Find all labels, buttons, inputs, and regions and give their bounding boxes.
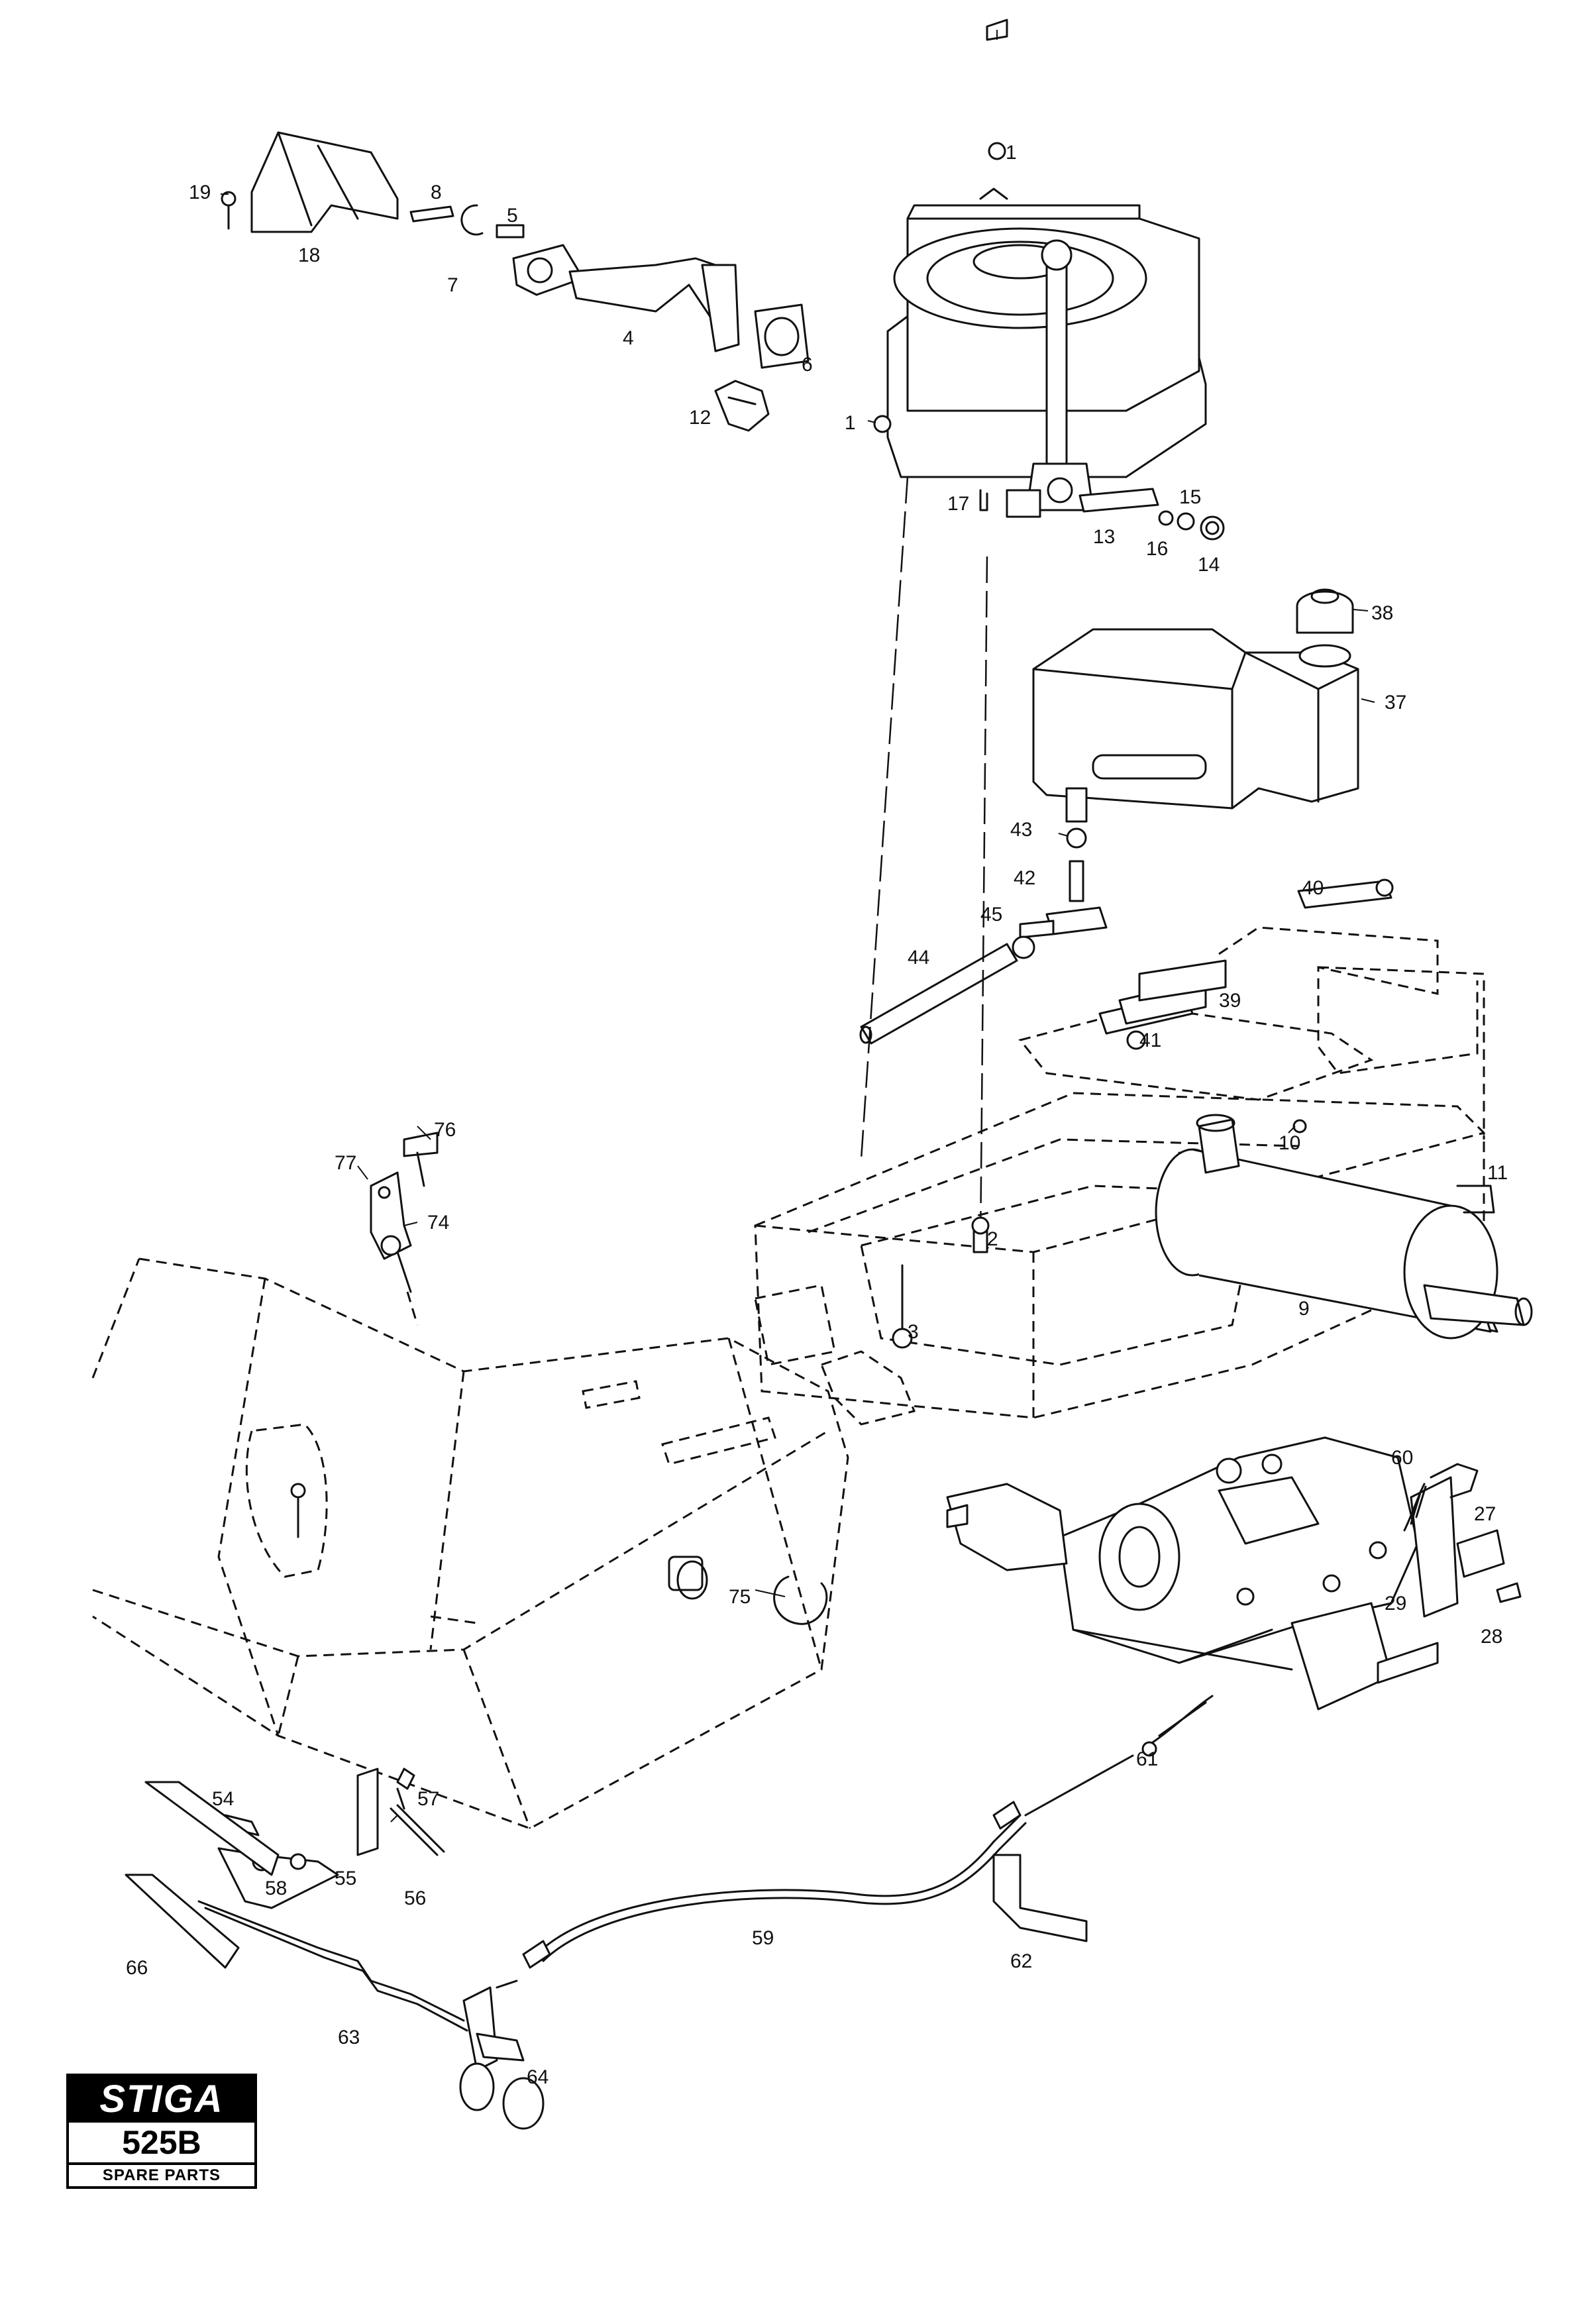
spare-parts-caption: SPARE PARTS bbox=[102, 2166, 221, 2184]
label-28: 28 bbox=[1481, 1626, 1502, 1648]
fuel-tank-drawing bbox=[1032, 588, 1359, 823]
label-40: 40 bbox=[1302, 877, 1324, 899]
label-59: 59 bbox=[752, 1927, 774, 1949]
label-13: 13 bbox=[1093, 526, 1115, 548]
label-57: 57 bbox=[417, 1788, 439, 1810]
label-38: 38 bbox=[1371, 602, 1393, 624]
label-2: 2 bbox=[987, 1228, 998, 1250]
label-63: 63 bbox=[338, 2027, 360, 2048]
label-41: 41 bbox=[1139, 1030, 1161, 1051]
label-6: 6 bbox=[802, 354, 813, 376]
label-3: 3 bbox=[908, 1321, 919, 1343]
label-7: 7 bbox=[447, 274, 458, 296]
label-27: 27 bbox=[1474, 1503, 1496, 1525]
model-number: 525B bbox=[69, 2123, 254, 2165]
brand-logo: STIGA bbox=[69, 2076, 254, 2123]
label-44: 44 bbox=[908, 947, 929, 969]
label-29: 29 bbox=[1385, 1593, 1406, 1614]
label-54: 54 bbox=[212, 1788, 234, 1810]
label-10: 10 bbox=[1279, 1132, 1300, 1154]
label-75: 75 bbox=[729, 1586, 751, 1608]
label-19: 19 bbox=[189, 182, 211, 203]
label-43: 43 bbox=[1010, 819, 1032, 841]
label-58: 58 bbox=[265, 1877, 287, 1899]
label-16: 16 bbox=[1146, 538, 1168, 560]
label-55: 55 bbox=[335, 1868, 356, 1889]
label-1-side: 1 bbox=[845, 412, 856, 434]
stiga-logo-box: STIGA 525B SPARE PARTS bbox=[66, 2074, 257, 2189]
part-number-labels: 1 1 2 3 4 5 6 7 8 9 10 11 12 13 14 15 16… bbox=[126, 142, 1508, 2088]
label-12: 12 bbox=[689, 407, 711, 429]
mower-deck-drawing bbox=[91, 1257, 849, 1830]
label-8: 8 bbox=[431, 182, 442, 203]
label-77: 77 bbox=[335, 1152, 356, 1174]
spring-bracket-drawing bbox=[1141, 1463, 1522, 1757]
fuel-line-drawing bbox=[859, 827, 1108, 1045]
label-37: 37 bbox=[1385, 692, 1406, 713]
label-74: 74 bbox=[427, 1212, 449, 1234]
label-5: 5 bbox=[507, 205, 518, 227]
label-56: 56 bbox=[404, 1887, 426, 1909]
label-66: 66 bbox=[126, 1957, 148, 1979]
engine-drawing bbox=[873, 19, 1225, 541]
label-61: 61 bbox=[1136, 1748, 1158, 1770]
label-9: 9 bbox=[1298, 1298, 1310, 1320]
label-42: 42 bbox=[1014, 867, 1035, 889]
label-64: 64 bbox=[527, 2066, 549, 2088]
label-1-top: 1 bbox=[1006, 142, 1017, 164]
pedal-cable-drawing bbox=[125, 1575, 1134, 2130]
label-14: 14 bbox=[1198, 554, 1220, 576]
muffler-drawing bbox=[1155, 1114, 1533, 1340]
label-39: 39 bbox=[1219, 990, 1241, 1012]
exhaust-pipe-drawing bbox=[221, 131, 810, 432]
label-11: 11 bbox=[1487, 1162, 1508, 1184]
label-18: 18 bbox=[298, 244, 320, 266]
label-62: 62 bbox=[1010, 1950, 1032, 1972]
frame-drawing bbox=[754, 476, 1485, 1426]
transaxle-drawing bbox=[946, 1436, 1439, 1711]
label-15: 15 bbox=[1179, 486, 1201, 508]
label-4: 4 bbox=[623, 327, 634, 349]
label-45: 45 bbox=[980, 904, 1002, 925]
label-17: 17 bbox=[947, 493, 969, 515]
fasteners-drawing bbox=[1292, 878, 1394, 1134]
label-60: 60 bbox=[1391, 1447, 1413, 1469]
label-76: 76 bbox=[434, 1119, 456, 1141]
leader-lines bbox=[221, 30, 1375, 1822]
